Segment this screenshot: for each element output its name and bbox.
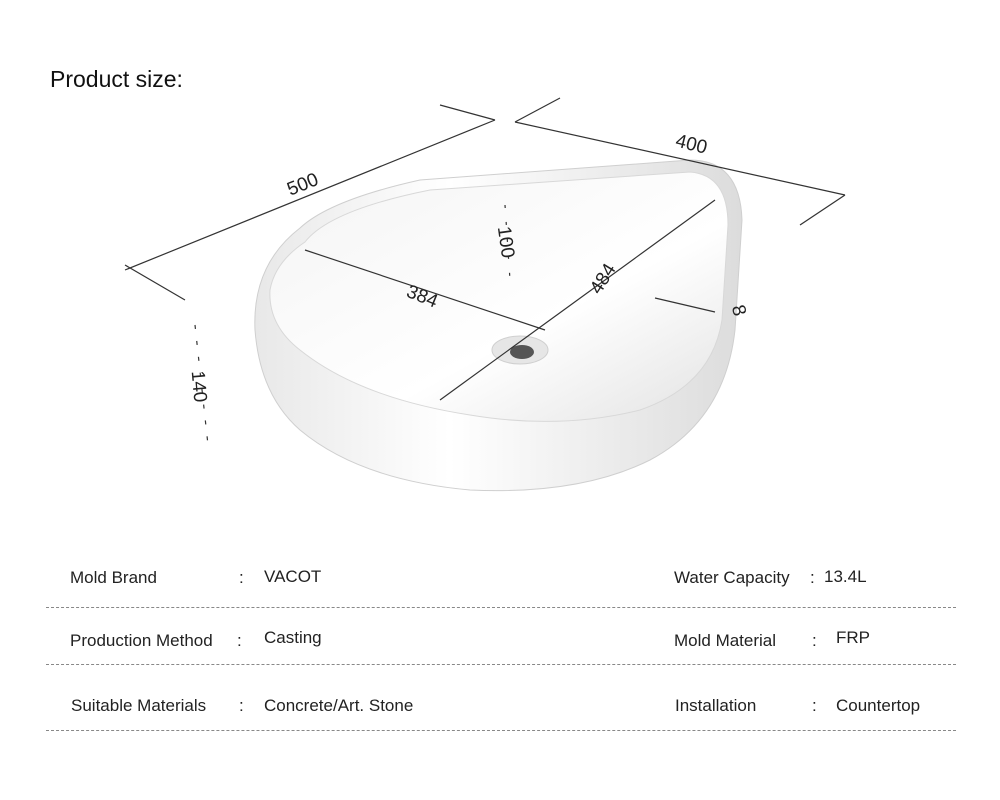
spec-separator: : <box>239 568 244 587</box>
basin-dimension-diagram: 500 400 384 484 100 140 8 <box>124 97 846 492</box>
spec-label: Installation <box>675 696 757 715</box>
dimension-length: 500 <box>284 169 321 200</box>
spec-label: Production Method <box>70 631 213 650</box>
page-title: Product size: <box>50 66 183 92</box>
dimension-rim: 8 <box>727 303 750 319</box>
spec-label: Mold Material <box>674 631 777 650</box>
spec-row: Suitable Materials : Concrete/Art. Stone… <box>46 664 956 731</box>
spec-value: Countertop <box>836 696 921 715</box>
basin-illustration <box>254 159 743 492</box>
spec-value: Concrete/Art. Stone <box>264 696 414 715</box>
spec-value: VACOT <box>264 567 322 586</box>
spec-value: FRP <box>836 628 870 647</box>
dimension-depth: 100 <box>493 225 518 259</box>
spec-separator: : <box>237 631 242 650</box>
spec-label: Suitable Materials <box>71 696 207 715</box>
dimension-height: 140 <box>187 370 211 403</box>
spec-separator: : <box>812 696 817 715</box>
basin-inner-bowl <box>269 171 729 422</box>
spec-value: 13.4L <box>824 567 867 586</box>
spec-separator: : <box>239 696 244 715</box>
dimension-width: 400 <box>673 131 709 159</box>
spec-separator: : <box>810 568 815 587</box>
spec-separator: : <box>812 631 817 650</box>
spec-label: Water Capacity <box>674 568 790 587</box>
spec-label: Mold Brand <box>70 568 157 587</box>
spec-row: Production Method : Casting Mold Materia… <box>46 607 956 665</box>
spec-row: Mold Brand : VACOT Water Capacity : 13.4… <box>46 547 956 608</box>
dimension-lines <box>124 97 846 446</box>
spec-value: Casting <box>264 628 322 647</box>
drain-hole <box>510 345 534 359</box>
